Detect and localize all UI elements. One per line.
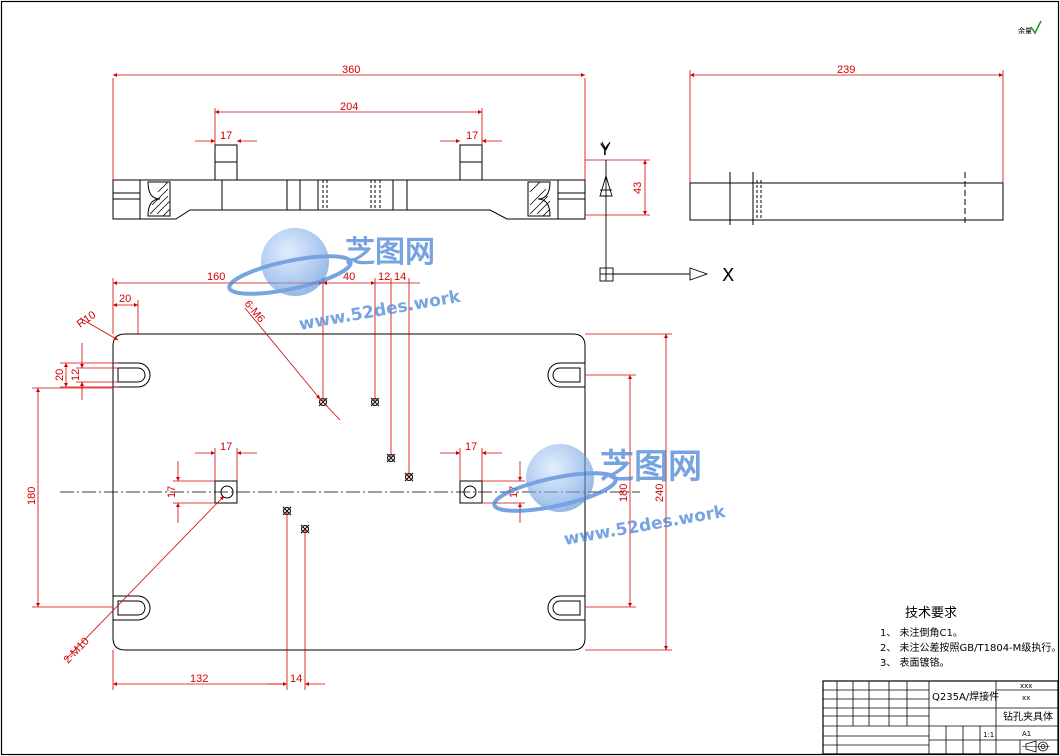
dim-side-height: 43: [632, 182, 644, 194]
dim-slot-12: 12: [70, 369, 82, 381]
watermark-url: www.52des.work: [562, 502, 727, 550]
tech-req-item: 3、 表面镀铬。: [880, 656, 950, 669]
slot-top-left: [113, 362, 151, 388]
front-view: [112, 144, 586, 220]
technical-requirements: 技术要求 1、 未注倒角C1。 2、 未注公差按照GB/T1804-M级执行。 …: [880, 606, 1060, 669]
title-block-scale: 1:1: [983, 731, 994, 739]
dim-inner-span: 204: [340, 101, 358, 113]
dim-holes-m10: 2-M10: [62, 635, 92, 666]
dim-pos-40: 40: [343, 271, 355, 283]
dim-pos-12: 12: [378, 271, 390, 283]
dim-left-block-17: 17: [220, 441, 232, 453]
title-block: [822, 680, 1059, 755]
dim-edge-20: 20: [119, 293, 131, 305]
dim-slot-20: 20: [54, 369, 66, 381]
dim-left-block-17v: 17: [166, 486, 178, 498]
coordinate-axes: [599, 141, 709, 282]
side-view: [689, 172, 1004, 225]
title-block-drawing-no-top: xxx: [1020, 682, 1032, 690]
tech-req-item: 2、 未注公差按照GB/T1804-M级执行。: [880, 641, 1060, 654]
dim-left-block-width: 17: [220, 130, 232, 142]
title-block-material: Q235A/焊接件: [932, 690, 999, 703]
slot-bottom-right: [547, 595, 585, 621]
dim-tapped-holes: 6-M6: [242, 298, 267, 325]
tech-req-heading: 技术要求: [905, 606, 957, 621]
side-view-dimensions: [689, 70, 1004, 183]
dim-overall-length: 360: [342, 64, 360, 76]
roughness-symbol: 余量: [1018, 20, 1042, 35]
dim-right-180: 180: [618, 484, 630, 502]
slot-top-right: [547, 362, 585, 388]
watermark-url: www.52des.work: [297, 287, 462, 335]
dim-right-block-17: 17: [465, 441, 477, 453]
plan-view-dimensions: [32, 278, 672, 690]
tech-req-item: 1、 未注倒角C1。: [880, 626, 963, 639]
title-block-title: 钻孔夹具体: [1003, 710, 1053, 723]
dim-radius: R10: [75, 309, 98, 330]
tapped-holes: [282, 397, 414, 534]
roughness-label: 余量: [1018, 26, 1032, 35]
slot-bottom-left: [113, 595, 151, 621]
watermark-brand: 芝图网: [600, 447, 702, 487]
dim-bottom-132: 132: [190, 673, 208, 685]
dim-right-240: 240: [654, 484, 666, 502]
watermark-upper: 芝图网 www.52des.work: [227, 228, 463, 335]
title-block-sheet-size: A1: [1022, 730, 1031, 738]
watermark-brand: 芝图网: [345, 235, 435, 270]
dim-side-width: 239: [837, 64, 855, 76]
dim-right-block-width: 17: [466, 130, 478, 142]
dim-left-180: 180: [26, 487, 38, 505]
title-block-drawing-no-bottom: xx: [1022, 694, 1030, 702]
projection-symbol: [1022, 740, 1050, 753]
axis-y-label: Y: [599, 140, 610, 159]
dim-pos-160: 160: [207, 271, 225, 283]
dim-bottom-14: 14: [290, 673, 302, 685]
dim-pos-14-top: 14: [394, 271, 406, 283]
axis-x-label: X: [722, 265, 734, 286]
front-view-dimensions: [112, 73, 650, 216]
watermark-lower: 芝图网 www.52des.work: [492, 444, 728, 550]
plan-view: [60, 333, 640, 651]
